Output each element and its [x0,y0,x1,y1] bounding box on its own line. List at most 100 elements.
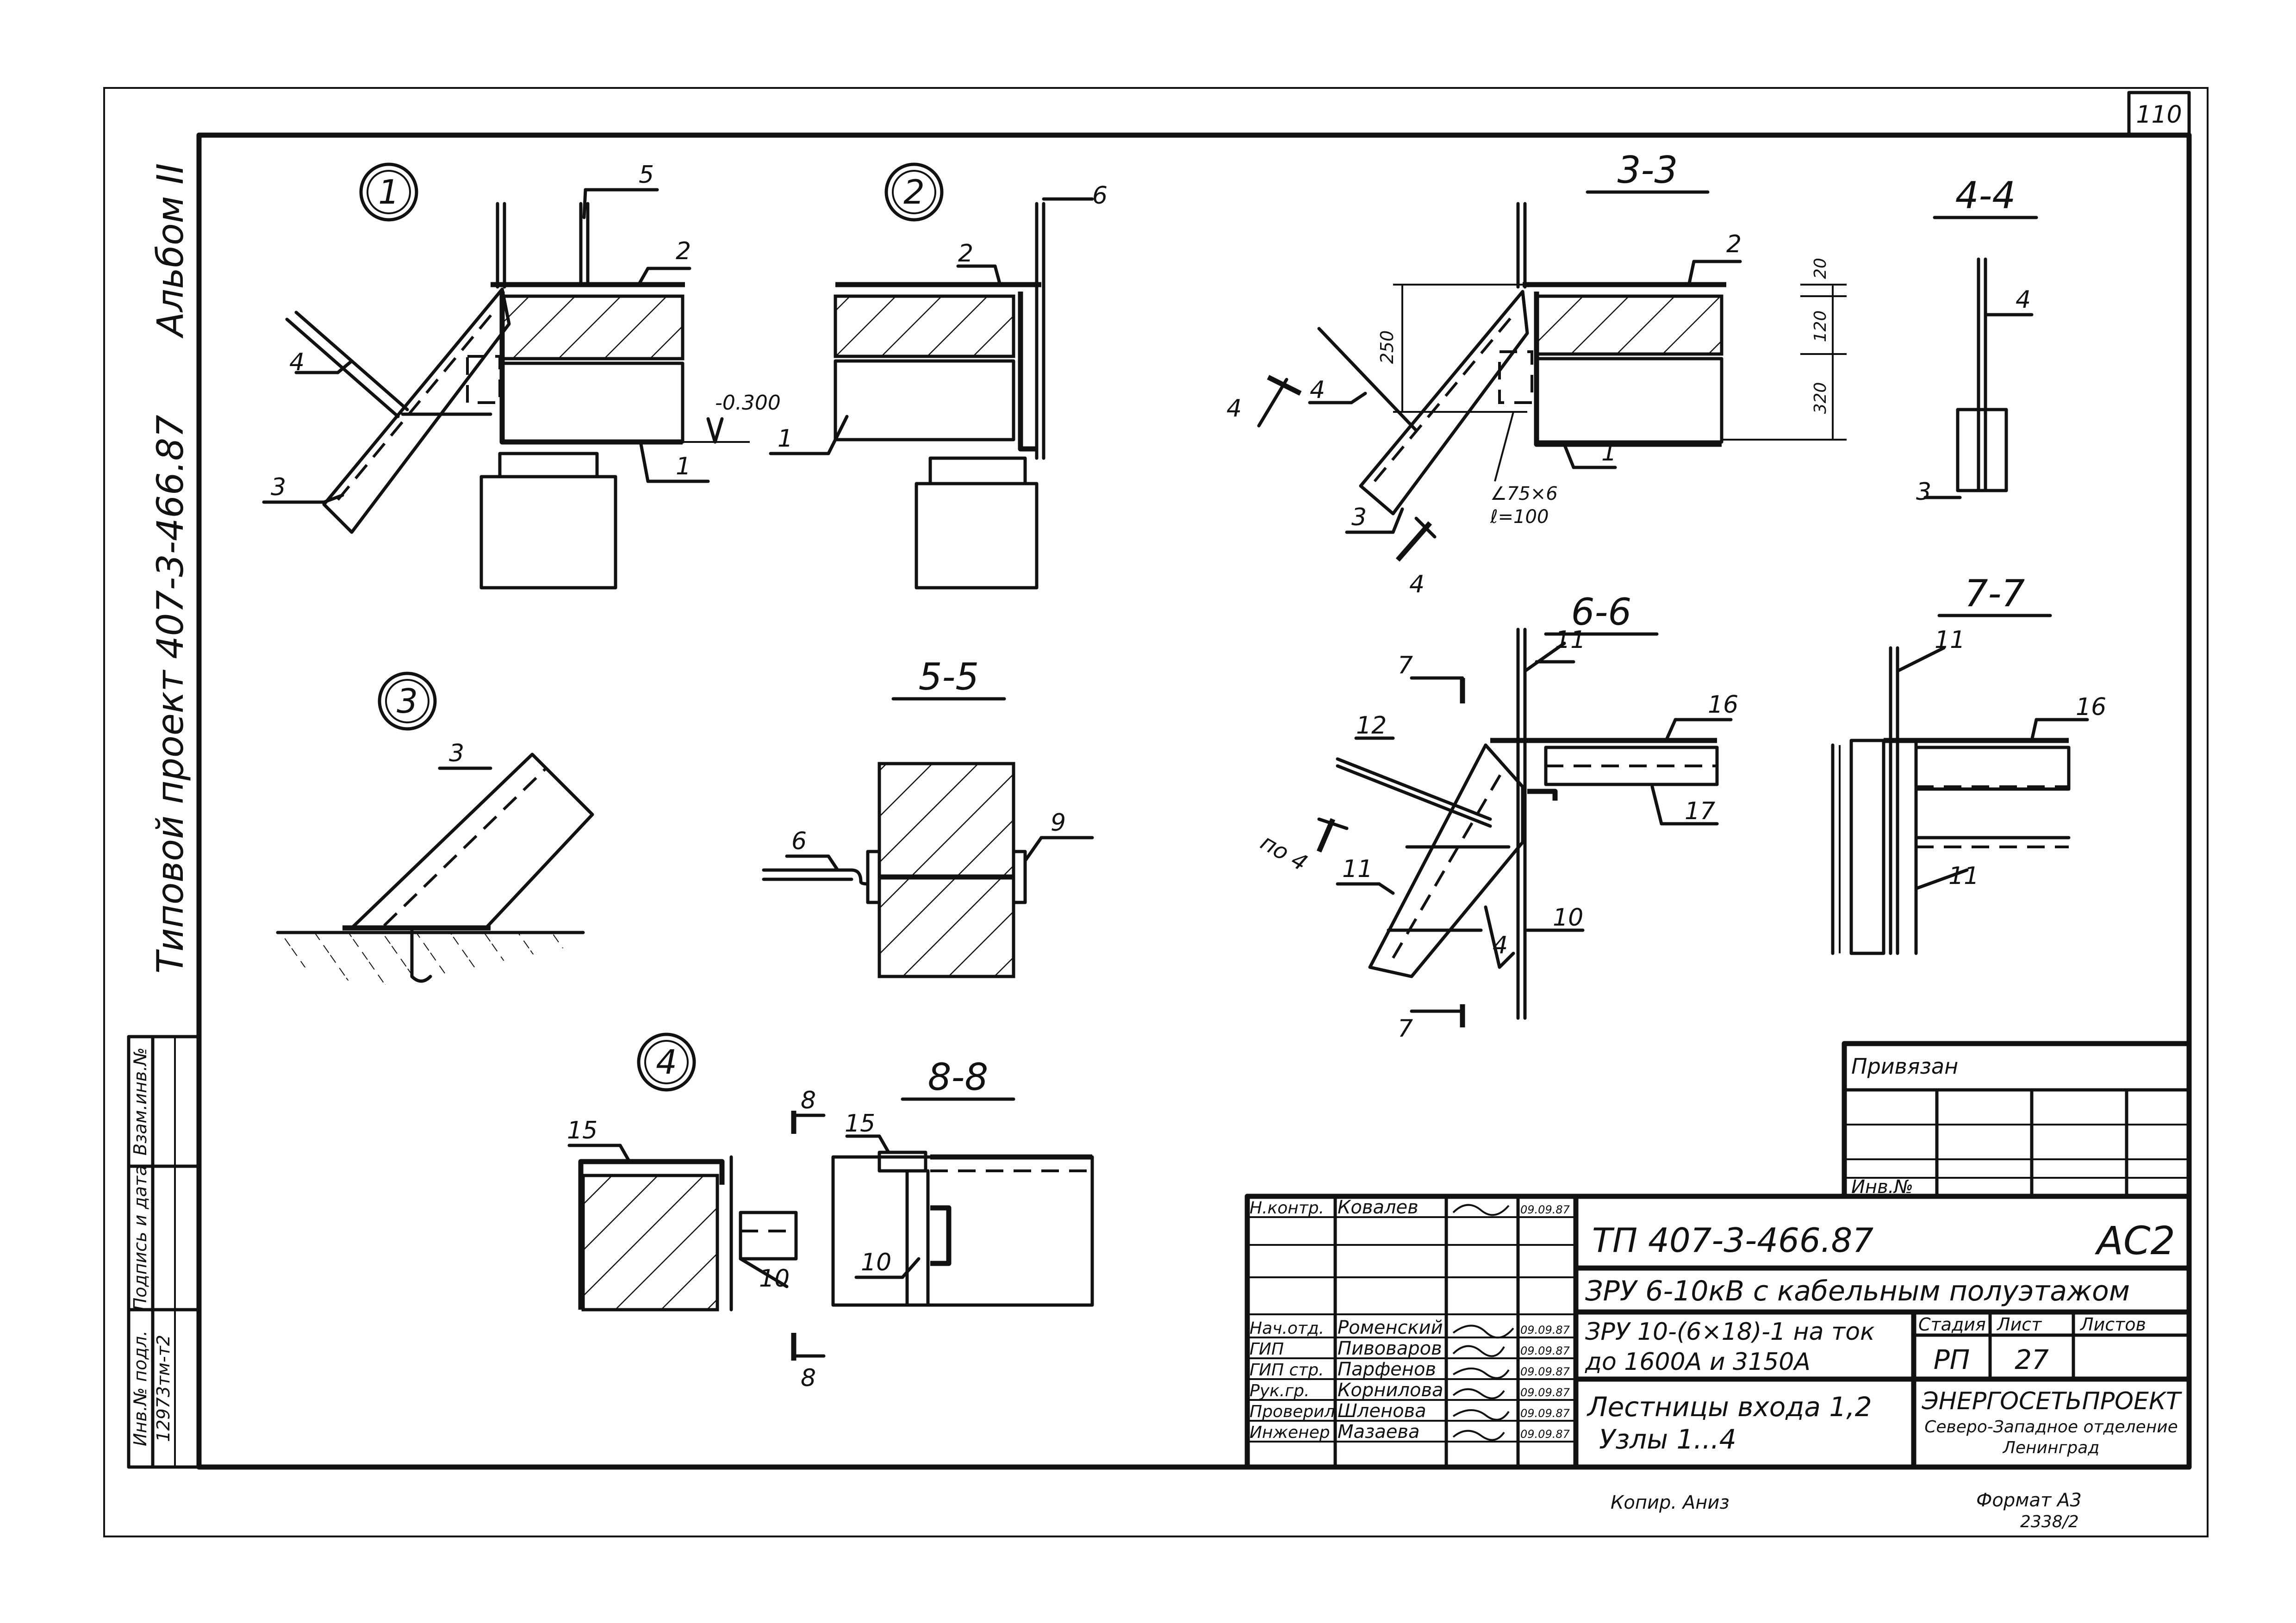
s44-mark-4: 4 [2016,286,2031,314]
node2-mark-2: 2 [958,240,973,267]
s66-mark-11b: 11 [1342,855,1373,883]
node2-mark-1: 1 [778,425,793,453]
node1-mark-4: 4 [289,348,305,376]
node-1-drawing: 1 -0.300 5 2 4 3 1 [262,161,781,590]
tb-role-3: Нач.отд. [1250,1319,1324,1338]
project-label: Типовой проект 407-3-466.87 [150,415,192,974]
tb-sheet-label: Лист [1996,1314,2042,1335]
tb-role-7: Проверил [1250,1402,1335,1421]
s33-mark-4: 4 [1310,376,1325,404]
tb-name-8: Мазаева [1338,1421,1420,1443]
s66-mark-17: 17 [1685,797,1715,825]
inner-frame [196,132,2192,1470]
tb-date-0: 09.09.87 [1520,1203,1570,1216]
s66-mark-4: 4 [1493,932,1508,959]
footer-format: Формат А3 [1976,1490,2082,1511]
tb-title3-line2: Узлы 1...4 [1599,1424,1736,1455]
tb-sheet-mark: АС2 [2094,1218,2175,1263]
section-7-7-title: 7-7 [1965,572,2025,615]
tb-org2: Северо-Западное отделение [1924,1418,2178,1436]
section-6-6-title: 6-6 [1571,591,1632,634]
tb-name-3: Роменский [1338,1317,1443,1338]
tb-role-6: Рук.гр. [1250,1381,1309,1400]
s77-mark-11a: 11 [1935,626,1965,654]
s33-cut-4a: 4 [1226,395,1242,423]
tb-title2-line2: до 1600А и 3150А [1585,1348,1811,1376]
tb-code: ТП 407-3-466.87 [1592,1221,1873,1260]
s88-mark-10: 10 [861,1249,891,1276]
tb-date-6: 09.09.87 [1520,1386,1570,1399]
signature-3 [1452,1325,1514,1339]
s66-cut-7a: 7 [1398,652,1413,679]
tb-name-7: Шленова [1338,1400,1426,1422]
signature-0 [1452,1204,1510,1216]
s66-cut-7b: 7 [1398,1015,1413,1043]
page-number-box: 110 [2127,91,2191,137]
node4-mark-10: 10 [759,1265,790,1293]
section-7-7-drawing: 7-7 16 11 11 [1831,572,2106,955]
tb-title3-line1: Лестницы входа 1,2 [1587,1391,1872,1423]
tb-org3: Ленинград [2002,1438,2099,1457]
section-4-4-drawing: 4-4 4 3 [1916,174,2038,506]
binding-block: Привязан Инв.№ [1842,1041,2192,1199]
side-stamp: Взам.инв.№ Подпись и дата Инв.№ подл. 12… [127,1035,201,1469]
signature-8 [1452,1430,1505,1441]
page-number: 110 [2136,101,2182,129]
album-label: Альбом II [150,163,192,339]
node1-mark-5: 5 [639,161,654,189]
s66-mark-16: 16 [1708,691,1738,719]
node-2-label: 2 [903,173,925,211]
signature-4 [1452,1345,1505,1357]
s66-mark-12: 12 [1356,712,1387,740]
outer-border [103,87,2209,1537]
s33-angle: ∠75×6 [1490,483,1558,504]
side-stamp-header-2: Инв.№ подл. [130,1331,150,1446]
tb-stage-label: Стадия [1918,1314,1986,1335]
tb-role-4: ГИП [1250,1340,1284,1359]
node2-mark-6: 6 [1092,182,1108,210]
node-3-drawing: 3 3 [276,672,594,985]
s33-dim-120: 120 [1811,311,1830,342]
section-6-6-drawing: 6-6 7 7 11 16 17 12 по 4 11 1 [1256,591,1738,1043]
node4-mark-15: 15 [567,1117,597,1144]
s66-po4: по 4 [1256,829,1312,877]
section-5-5-title: 5-5 [919,655,979,698]
section-4-4-title: 4-4 [1955,174,2016,217]
s33-mark-2: 2 [1726,230,1742,258]
node1-mark-3: 3 [271,473,286,501]
node3-mark-3: 3 [449,740,464,767]
tb-role-0: Н.контр. [1250,1199,1324,1218]
tb-sheet: 27 [2015,1344,2049,1375]
s88-cut-8a: 8 [801,1087,816,1114]
node1-mark-1: 1 [676,453,691,480]
s33-mark-1: 1 [1601,439,1617,466]
footer-number: 2338/2 [2020,1512,2079,1531]
s88-mark-15: 15 [845,1110,875,1138]
side-stamp-header-0: Взам.инв.№ [130,1047,150,1156]
tb-name-5: Парфенов [1338,1359,1436,1380]
section-5-5-drawing: 5-5 6 9 [762,655,1094,978]
tb-role-5: ГИП стр. [1250,1361,1324,1380]
s66-mark-10: 10 [1553,904,1583,932]
s33-dim-20: 20 [1811,258,1830,279]
s33-dim-250: 250 [1377,330,1397,364]
node-4-drawing: 4 15 10 [567,1032,798,1312]
tb-org1: ЭНЕРГОСЕТЬПРОЕКТ [1921,1387,2182,1415]
tb-date-8: 09.09.87 [1520,1428,1570,1441]
signature-6 [1452,1388,1505,1399]
s33-cut-4b: 4 [1409,571,1425,598]
footer-copied: Копир. Аниз [1611,1492,1730,1513]
tb-date-5: 09.09.87 [1520,1365,1570,1378]
tb-name-4: Пивоваров [1338,1338,1442,1359]
tb-date-7: 09.09.87 [1520,1407,1570,1420]
tb-role-8: Инженер [1250,1423,1330,1442]
section-8-8-title: 8-8 [928,1056,989,1099]
tb-date-4: 09.09.87 [1520,1344,1570,1357]
s77-mark-11b: 11 [1948,862,1979,890]
node-4-label: 4 [656,1043,677,1082]
s55-mark-6: 6 [791,827,807,855]
s33-dim-320: 320 [1811,382,1830,414]
binding-privyazan: Привязан [1851,1054,1958,1079]
s44-mark-3: 3 [1916,478,1931,506]
